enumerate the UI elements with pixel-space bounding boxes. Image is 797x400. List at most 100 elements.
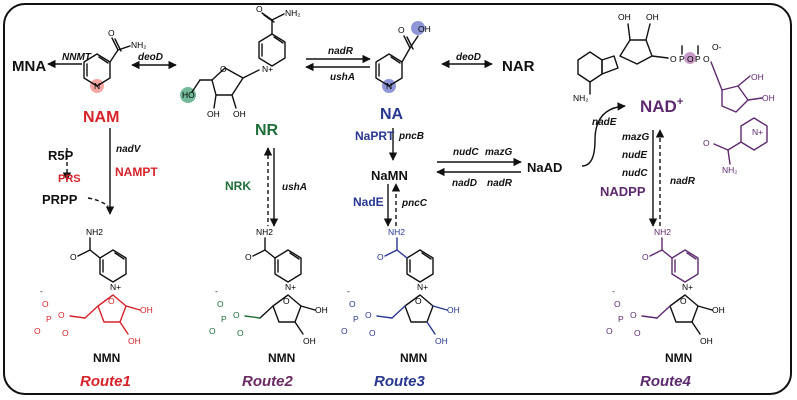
enzyme-nade-lower: nadE bbox=[592, 117, 617, 128]
nmn2-ring-o: O bbox=[283, 296, 290, 306]
na-ring bbox=[375, 53, 403, 87]
enzyme-nrk: NRK bbox=[225, 179, 251, 193]
nam-o: O bbox=[108, 28, 115, 38]
nmn3-ring-o: O bbox=[415, 296, 422, 306]
nmn-route1-structure: NH2 O N+ OH OH O O P O O O - bbox=[34, 227, 153, 346]
na-structure: O OH N bbox=[375, 21, 431, 93]
nr-pyridine-ring bbox=[258, 33, 286, 67]
nmn3-oh-b: OH bbox=[435, 336, 448, 346]
enzyme-prs: PRS bbox=[58, 173, 81, 185]
nam-label: NAM bbox=[83, 109, 119, 126]
nam-nh2: NH₂ bbox=[131, 40, 147, 50]
nmn2-n-plus: N+ bbox=[285, 282, 296, 292]
nad-nicotinamide-o: O bbox=[703, 138, 710, 148]
nmn-route2-structure: NH2 O N+ OH OH O O P O O O - bbox=[209, 227, 328, 346]
adenosine-oh-right: OH bbox=[646, 12, 659, 22]
nmn1-p: P bbox=[46, 314, 52, 324]
nmn-label-route2: NMN bbox=[268, 351, 295, 365]
route1-label: Route1 bbox=[80, 373, 131, 390]
enzyme-pncb: pncB bbox=[398, 131, 424, 142]
prpp-cofeed-arrow bbox=[87, 197, 109, 207]
r5p-label: R5P bbox=[48, 148, 74, 163]
nar-label: NAR bbox=[502, 58, 535, 75]
nmn4-p: P bbox=[618, 314, 624, 324]
nmn3-o: O bbox=[377, 252, 384, 262]
enzyme-nadpp: NADPP bbox=[600, 184, 646, 199]
enzyme-nadd: nadD bbox=[452, 178, 477, 189]
enzyme-nudc-right: nudC bbox=[622, 168, 648, 179]
nmn3-p-o-top: O bbox=[349, 299, 356, 309]
nmn2-ribose-ring bbox=[272, 294, 302, 323]
enzyme-naprt: NaPRT bbox=[355, 129, 395, 143]
nmn2-oh-a: OH bbox=[315, 305, 328, 315]
nad-o-highlight bbox=[684, 52, 696, 64]
nr-n-plus: N+ bbox=[262, 64, 273, 74]
nad-label: NAD+ bbox=[640, 96, 683, 116]
nr-nh2: NH₂ bbox=[285, 8, 301, 18]
nmn1-o: O bbox=[70, 252, 77, 262]
nmn3-p-o-bottom: O bbox=[341, 326, 348, 336]
enzyme-nudc-top: nudC bbox=[453, 147, 479, 158]
nmn2-nh2: NH2 bbox=[256, 227, 273, 237]
route3-label: Route3 bbox=[374, 373, 425, 390]
enzyme-nude-right: nudE bbox=[622, 150, 647, 161]
enzyme-nadr-right: nadR bbox=[670, 176, 696, 187]
nad-ribose-oh-lower: OH bbox=[762, 93, 775, 103]
nad-nicotinamide-nh2: NH₂ bbox=[722, 165, 738, 175]
nmn1-p-o-right: O bbox=[62, 328, 69, 338]
enzyme-nade-route3: NadE bbox=[353, 195, 384, 209]
nmn-route4-structure: NH2 O N+ OH OH O O P O O O - bbox=[606, 227, 725, 346]
nmn1-ring-o: O bbox=[108, 296, 115, 306]
nmn3-n-plus: N+ bbox=[417, 282, 428, 292]
nmn4-p-o-top: O bbox=[614, 299, 621, 309]
na-o: O bbox=[398, 25, 405, 35]
nam-n: N bbox=[94, 81, 100, 91]
nmn-route3-structure: NH2 O N+ OH OH O O P O O O - bbox=[341, 227, 460, 346]
nmn1-pyridine-ring bbox=[99, 249, 127, 283]
adenine-nh2: NH₂ bbox=[573, 93, 589, 103]
mna-label: MNA bbox=[12, 58, 46, 75]
na-n: N bbox=[386, 81, 392, 91]
nad-n-plus: N+ bbox=[752, 127, 763, 137]
enzyme-nadv: nadV bbox=[116, 144, 142, 155]
nmn1-p-o-bottom: O bbox=[34, 326, 41, 336]
nmn4-oh-a: OH bbox=[712, 305, 725, 315]
nam-ring bbox=[83, 53, 111, 87]
nmn4-minus: - bbox=[612, 286, 615, 296]
route4-label: Route4 bbox=[640, 373, 691, 390]
nmn3-pyridine-ring bbox=[406, 249, 434, 283]
nad-structure: NH₂ OH OH O P O P O O- OH OH N+ O NH₂ bbox=[573, 12, 775, 175]
enzyme-usha-mid: ushA bbox=[282, 182, 307, 193]
nmn2-minus: - bbox=[215, 286, 218, 296]
adenine-imidazole bbox=[601, 55, 619, 75]
nmn1-minus: - bbox=[40, 286, 43, 296]
nad-p-1: P bbox=[679, 54, 685, 64]
nr-ring-o: O bbox=[220, 64, 227, 74]
nmn2-ester-o: O bbox=[233, 310, 240, 320]
nad-o-1: O bbox=[670, 54, 677, 64]
nmn-label-route1: NMN bbox=[93, 351, 120, 365]
nam-structure: O NH₂ N bbox=[83, 28, 147, 93]
nr-o: O bbox=[256, 4, 263, 14]
nr-oh-right: OH bbox=[233, 109, 246, 119]
nmn4-pyridine-ring bbox=[671, 249, 699, 283]
nad-o-minus: O- bbox=[712, 42, 722, 52]
nmn2-p-o-top: O bbox=[217, 299, 224, 309]
nad-nicotinamide-ribose bbox=[721, 85, 749, 113]
nmn4-n-plus: N+ bbox=[682, 282, 693, 292]
nad-o-2: O bbox=[687, 54, 694, 64]
enzyme-mazg-top: mazG bbox=[485, 147, 512, 158]
nmn4-p-o-bottom: O bbox=[606, 326, 613, 336]
enzyme-pncc: pncC bbox=[401, 198, 428, 209]
nmn1-n-plus: N+ bbox=[110, 282, 121, 292]
nmn2-o: O bbox=[245, 252, 252, 262]
enzyme-nadr-mid: nadR bbox=[487, 178, 513, 189]
nr-oh-left: OH bbox=[207, 109, 220, 119]
nmn1-ribose-ring bbox=[97, 294, 127, 323]
enzyme-mazg-right: mazG bbox=[622, 132, 649, 143]
nmn4-ring-o: O bbox=[680, 296, 687, 306]
nad-ribose-oh-upper: OH bbox=[751, 72, 764, 82]
nr-ho: HO bbox=[182, 90, 195, 100]
nmn1-oh-a: OH bbox=[140, 305, 153, 315]
